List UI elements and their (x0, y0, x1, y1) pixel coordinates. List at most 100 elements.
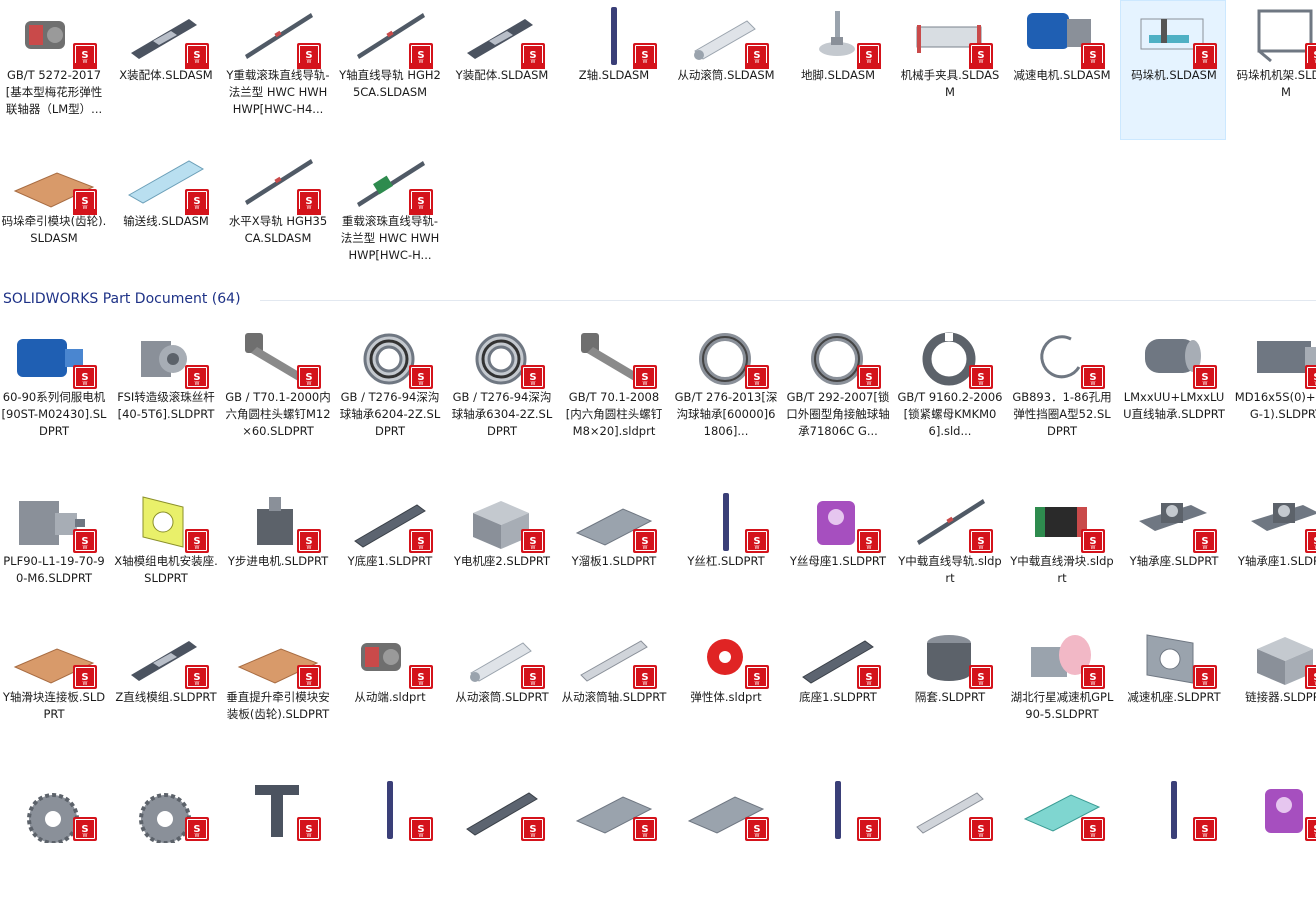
solidworks-badge-icon: SW (857, 665, 881, 689)
file-name: 减速电机.SLDASM (1013, 68, 1111, 82)
svg-text:W: W (1315, 681, 1316, 687)
file-name: 从动滚筒.SLDPRT (455, 690, 549, 704)
svg-text:S: S (1201, 50, 1208, 61)
file-name: Y中载直线滑块.sldprt (1010, 554, 1114, 585)
svg-text:W: W (419, 59, 424, 65)
file-item[interactable]: SWMD16x5S(0)+(MSG-1).SLDPRT (1232, 322, 1316, 462)
solidworks-badge-icon: SW (1081, 43, 1105, 69)
file-name: 湖北行星减速机GPL90-5.SLDPRT (1010, 690, 1114, 721)
svg-text:W: W (419, 381, 424, 387)
svg-text:S: S (977, 672, 984, 683)
file-item[interactable]: SW链接器.SLDPRT (1232, 622, 1316, 762)
solidworks-badge-icon: SW (409, 817, 433, 841)
svg-text:W: W (755, 681, 760, 687)
svg-text:S: S (1201, 536, 1208, 547)
solidworks-badge-icon: SW (1081, 665, 1105, 689)
solidworks-badge-icon: SW (857, 43, 881, 69)
file-item[interactable]: SWY轴承座1.SLDPRT (1232, 486, 1316, 626)
solidworks-badge-icon: SW (185, 817, 209, 841)
svg-text:S: S (305, 196, 312, 207)
svg-text:W: W (755, 833, 760, 839)
file-item[interactable]: SW码垛机机架.SLDASM (1232, 0, 1316, 140)
solidworks-badge-icon: SW (185, 365, 209, 389)
svg-text:W: W (643, 681, 648, 687)
svg-text:S: S (1089, 50, 1096, 61)
solidworks-badge-icon: SW (521, 365, 545, 389)
file-item[interactable]: SW (1232, 774, 1316, 914)
svg-text:S: S (81, 50, 88, 61)
svg-text:W: W (307, 205, 312, 211)
group-header-parts[interactable]: SOLIDWORKS Part Document (64) (3, 291, 241, 307)
file-name: 机械手夹具.SLDASM (900, 68, 1000, 99)
